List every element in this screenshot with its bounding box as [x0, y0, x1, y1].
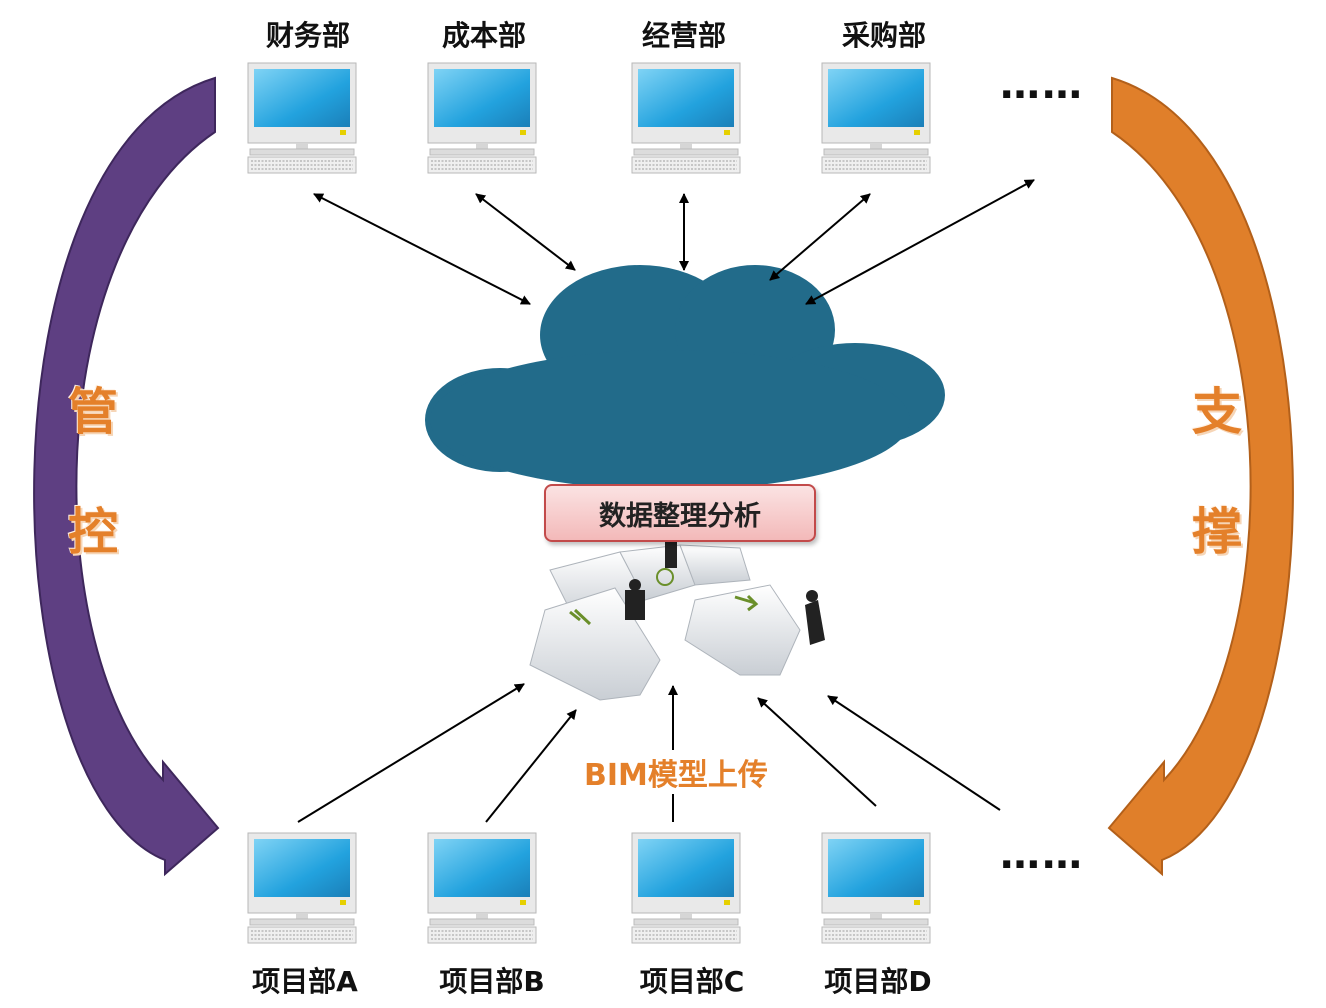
computer-icon — [247, 62, 357, 174]
right-support-arrow — [1107, 76, 1294, 877]
left-label-char-1: 管 — [68, 383, 118, 441]
computer-icon — [821, 62, 931, 174]
project-label-d: 项目部D — [824, 965, 932, 998]
bottom-computers — [247, 832, 931, 944]
data-analysis-box: 数据整理分析 — [544, 484, 816, 542]
dept-label-finance: 财务部 — [265, 19, 350, 52]
computer-icon — [821, 832, 931, 944]
left-label-char-2: 控 — [68, 503, 118, 561]
right-label-char-1: 支 — [1192, 383, 1242, 441]
computer-icon — [427, 832, 537, 944]
dept-label-purchasing: 采购部 — [841, 19, 926, 52]
bim-upload-label: BIM模型上传 — [580, 750, 772, 794]
more-projects-ellipsis: …… — [1000, 832, 1084, 878]
more-departments-ellipsis: …… — [1000, 62, 1084, 108]
dept-label-operations: 经营部 — [641, 19, 726, 52]
computer-icon — [631, 832, 741, 944]
right-label-char-2: 撑 — [1192, 503, 1242, 561]
computer-icon — [427, 62, 537, 174]
keyboard-keys-illustration — [529, 540, 825, 701]
project-label-b: 项目部B — [439, 965, 545, 998]
dept-label-cost: 成本部 — [441, 19, 526, 52]
top-computers — [247, 62, 931, 174]
left-control-arrow — [33, 76, 220, 877]
project-label-a: 项目部A — [252, 965, 358, 998]
computer-icon — [631, 62, 741, 174]
project-label-c: 项目部C — [639, 965, 745, 998]
cloud-shape — [425, 265, 945, 490]
computer-icon — [247, 832, 357, 944]
top-arrows — [313, 179, 1035, 305]
